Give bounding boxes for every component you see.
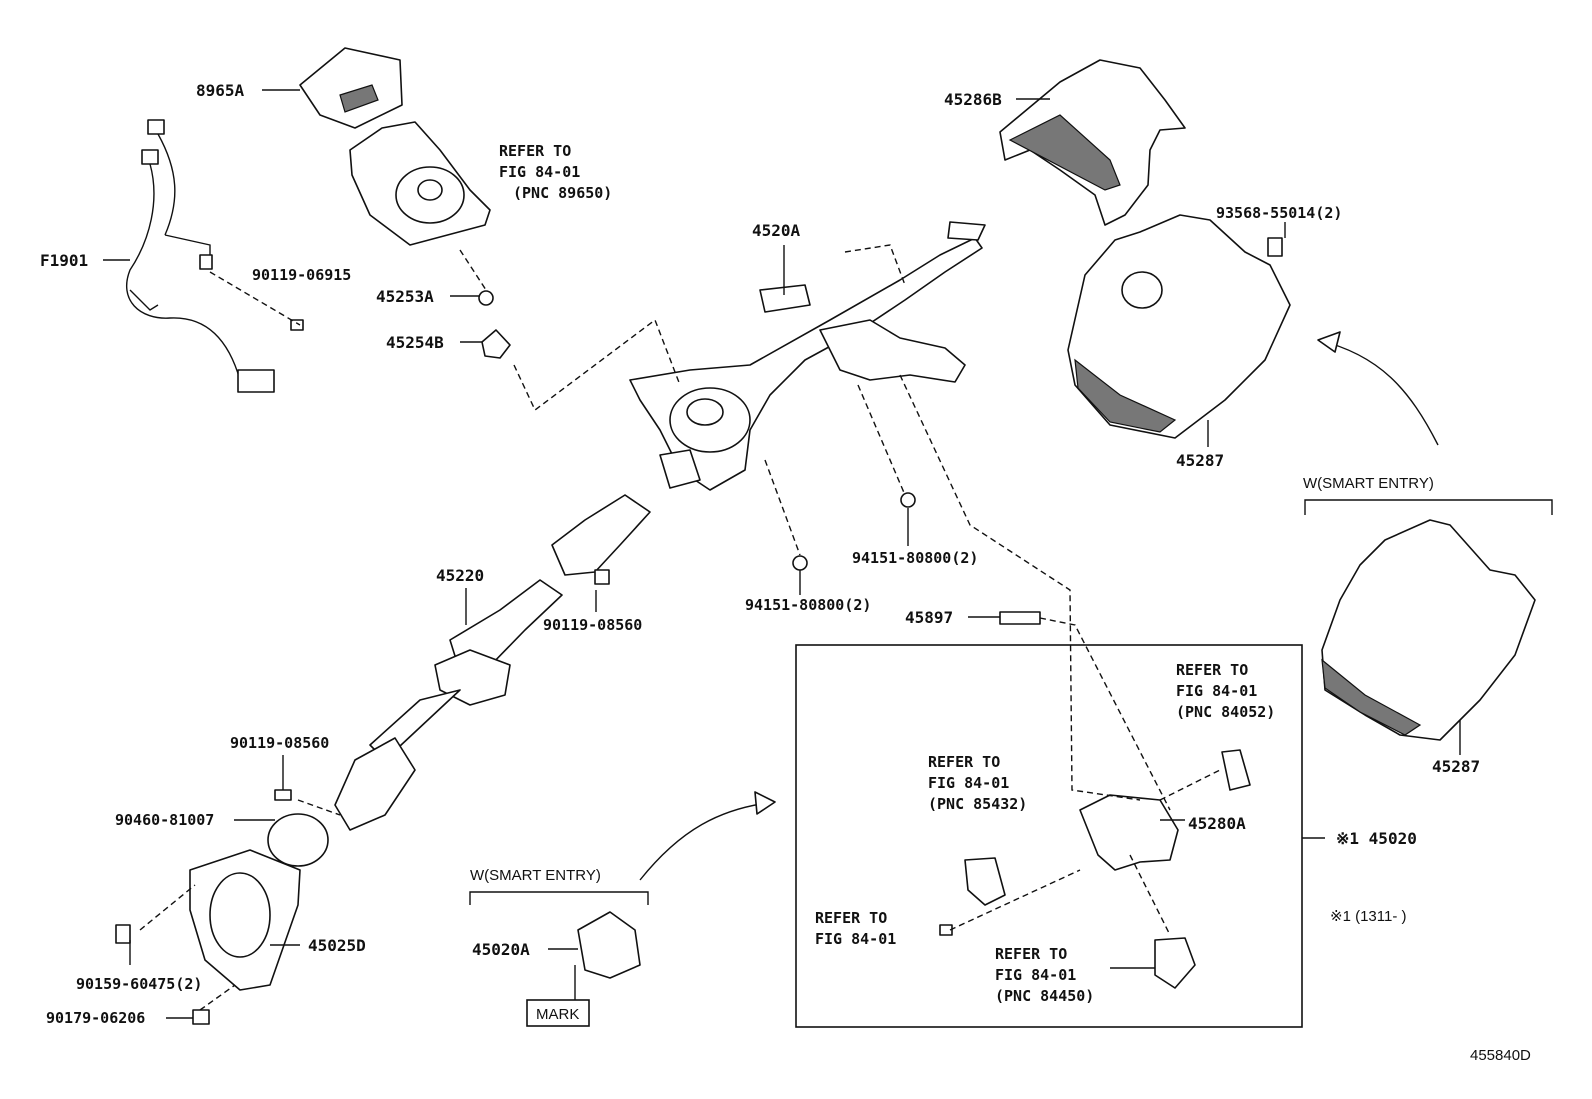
label-90119-06915: 90119-06915 bbox=[252, 266, 351, 284]
label-45020: ※1 45020 bbox=[1336, 829, 1417, 848]
lock-assy-frame bbox=[795, 644, 1303, 1028]
caption-smart-entry-bottom: W(SMART ENTRY) bbox=[470, 867, 601, 884]
label-4520a: 4520A bbox=[752, 221, 801, 240]
caption-mark: MARK bbox=[536, 1006, 579, 1023]
label-45287-upper: 45287 bbox=[1176, 451, 1224, 470]
ref-fig-84-01: REFER TO FIG 84-01 bbox=[815, 909, 896, 948]
fasteners bbox=[115, 237, 1283, 1025]
part-45286b-upper-cover bbox=[999, 59, 1186, 226]
label-45220: 45220 bbox=[436, 566, 484, 585]
label-90159-60475: 90159-60475(2) bbox=[76, 975, 202, 993]
svg-text:(PNC 85432): (PNC 85432) bbox=[928, 795, 1027, 813]
mark-box bbox=[526, 999, 590, 1027]
smart-entry-bracket-bottom bbox=[469, 891, 649, 905]
label-90460-81007: 90460-81007 bbox=[115, 811, 214, 829]
part-45025d-boot bbox=[189, 813, 329, 991]
label-45025d: 45025D bbox=[308, 936, 366, 955]
arrow-icon-smart-entry-bottom bbox=[639, 791, 776, 881]
label-45254b: 45254B bbox=[386, 333, 444, 352]
diagram-id: 455840D bbox=[1470, 1047, 1531, 1064]
label-45287-smart: 45287 bbox=[1432, 757, 1480, 776]
leader-lines bbox=[103, 89, 1461, 1019]
label-93568-55014: 93568-55014(2) bbox=[1216, 204, 1342, 222]
label-45253a: 45253A bbox=[376, 287, 434, 306]
part-column-assy bbox=[629, 221, 986, 491]
ref-pnc-89650: REFER TO FIG 84-01 (PNC 89650) bbox=[499, 142, 612, 202]
dashed-lines bbox=[139, 244, 1221, 1011]
svg-text:REFER TO: REFER TO bbox=[995, 945, 1067, 963]
label-90119-08560-lower: 90119-08560 bbox=[230, 734, 329, 752]
part-45020a-lock bbox=[577, 911, 641, 979]
part-45287-smart-entry-cover bbox=[1321, 519, 1536, 741]
label-8965a: 8965A bbox=[196, 81, 245, 100]
ref-pnc-84052: REFER TO FIG 84-01 (PNC 84052) bbox=[1176, 661, 1275, 721]
part-45287-lower-cover bbox=[1067, 214, 1291, 439]
label-45280a: 45280A bbox=[1188, 814, 1246, 833]
label-45897: 45897 bbox=[905, 608, 953, 627]
svg-text:REFER TO: REFER TO bbox=[499, 142, 571, 160]
svg-text:FIG 84-01: FIG 84-01 bbox=[815, 930, 896, 948]
ref-pnc-84450: REFER TO FIG 84-01 (PNC 84450) bbox=[995, 945, 1094, 1005]
label-45020a: 45020A bbox=[472, 940, 530, 959]
caption-smart-entry-right: W(SMART ENTRY) bbox=[1303, 475, 1434, 492]
svg-text:(PNC 84052): (PNC 84052) bbox=[1176, 703, 1275, 721]
ref-pnc-85432: REFER TO FIG 84-01 (PNC 85432) bbox=[928, 753, 1027, 813]
svg-text:FIG 84-01: FIG 84-01 bbox=[1176, 682, 1257, 700]
svg-text:REFER TO: REFER TO bbox=[928, 753, 1000, 771]
smart-entry-bracket-right bbox=[1304, 499, 1553, 515]
label-94151-80800-right: 94151-80800(2) bbox=[852, 549, 978, 567]
part-89650-switch-body bbox=[349, 121, 491, 246]
label-90179-06206: 90179-06206 bbox=[46, 1009, 145, 1027]
label-94151-80800-left: 94151-80800(2) bbox=[745, 596, 871, 614]
svg-text:REFER TO: REFER TO bbox=[815, 909, 887, 927]
label-90119-08560-upper: 90119-08560 bbox=[543, 616, 642, 634]
svg-text:FIG 84-01: FIG 84-01 bbox=[928, 774, 1009, 792]
label-note-1311: ※1 (1311- ) bbox=[1330, 908, 1407, 925]
label-f1901: F1901 bbox=[40, 251, 88, 270]
svg-text:FIG 84-01: FIG 84-01 bbox=[499, 163, 580, 181]
svg-text:FIG 84-01: FIG 84-01 bbox=[995, 966, 1076, 984]
svg-text:(PNC 89650): (PNC 89650) bbox=[513, 184, 612, 202]
part-45220-intermediate-shaft bbox=[334, 494, 651, 831]
arrow-icon-smart-entry-right bbox=[1317, 331, 1439, 446]
svg-text:REFER TO: REFER TO bbox=[1176, 661, 1248, 679]
svg-text:(PNC 84450): (PNC 84450) bbox=[995, 987, 1094, 1005]
part-f1901-harness bbox=[125, 119, 275, 393]
part-45280a-lock-assy bbox=[964, 749, 1251, 989]
part-8965a-sensor bbox=[299, 47, 403, 129]
label-45286b: 45286B bbox=[944, 90, 1002, 109]
